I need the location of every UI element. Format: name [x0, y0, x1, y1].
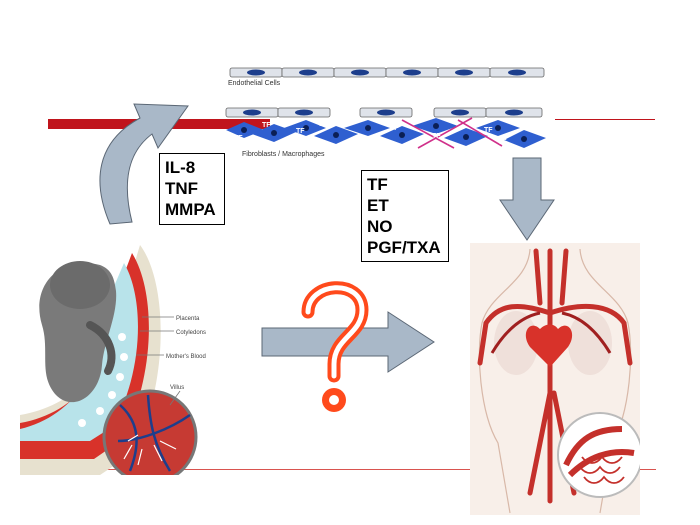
question-mark-icon — [301, 281, 369, 412]
mediator-tf: TF — [367, 175, 388, 194]
svg-text:TF: TF — [234, 135, 243, 142]
endothelial-row-bottom — [225, 107, 543, 118]
endothelial-cells-label: Endothelial Cells — [228, 80, 281, 87]
cytokine-tnf: TNF — [165, 179, 199, 198]
tf-markers: TF TF TF TF TF TF TF TF — [234, 121, 507, 146]
mediator-et: ET — [367, 196, 389, 215]
mediator-box: TF ET NO PGF/TXA — [361, 170, 449, 262]
cytokine-box: IL-8 TNF MMPA — [159, 153, 225, 225]
mediator-pgf-txa: PGF/TXA — [367, 238, 441, 257]
svg-text:TF: TF — [318, 121, 327, 128]
cotyledons-label: Cotyledons — [176, 330, 206, 336]
placenta-illustration: Placenta Cotyledons Mother's Blood Villu… — [20, 245, 206, 475]
curved-arrow — [99, 103, 189, 225]
villus-label: Villus — [170, 385, 184, 391]
svg-text:TF: TF — [296, 128, 305, 135]
mothers-blood-label: Mother's Blood — [166, 354, 206, 360]
cytokine-mmpa: MMPA — [165, 200, 216, 219]
placenta-label: Placenta — [176, 316, 200, 322]
fibroblast-layer — [226, 117, 546, 149]
svg-text:TF: TF — [498, 139, 507, 146]
svg-text:TF: TF — [390, 125, 399, 132]
svg-text:TF: TF — [262, 122, 271, 129]
cytokine-il8: IL-8 — [165, 158, 196, 177]
down-arrow — [499, 157, 555, 241]
mediator-no: NO — [367, 217, 393, 236]
circulatory-system-illustration — [470, 243, 640, 515]
red-divider-line-bottom — [48, 469, 656, 470]
fibroblasts-label: Fibroblasts / Macrophages — [242, 151, 325, 158]
svg-text:TF: TF — [432, 133, 441, 140]
svg-text:TF: TF — [484, 127, 493, 134]
endothelial-row-top — [229, 67, 545, 78]
cell-layer-illustration: Endothelial Cells — [225, 67, 546, 158]
red-divider-line-top — [555, 119, 655, 120]
